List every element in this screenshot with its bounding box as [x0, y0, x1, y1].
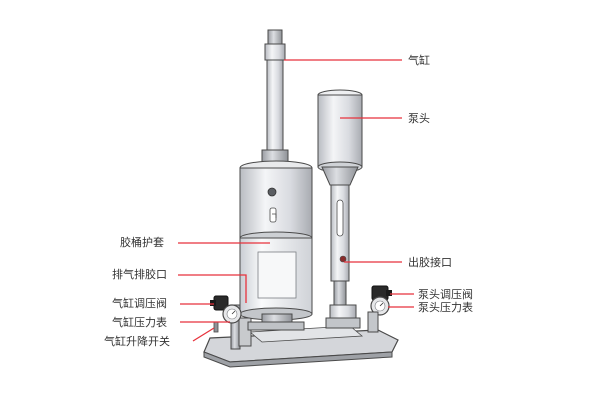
- label-pump-head: 泵头: [408, 112, 430, 125]
- base-plate: [203, 325, 399, 368]
- pump-column: [317, 89, 363, 329]
- label-tank-cover: 胶桶护套: [120, 236, 164, 249]
- label-cylinder-regulator: 气缸调压阀: [112, 297, 167, 310]
- main-cylinder: [239, 160, 313, 331]
- label-cylinder: 气缸: [408, 54, 430, 67]
- left-regulator: [210, 295, 242, 333]
- cylinder-rod: [261, 29, 289, 165]
- label-cylinder-gauge: 气缸压力表: [112, 316, 167, 329]
- label-pump-regulator: 泵头调压阀: [418, 288, 473, 301]
- leader-lift-switch: [192, 327, 215, 342]
- right-regulator: [367, 285, 392, 333]
- label-pump-gauge: 泵头压力表: [418, 301, 473, 314]
- label-glue-outlet: 出胶接口: [408, 256, 452, 269]
- leader-exhaust-port: [178, 274, 247, 303]
- label-exhaust-port: 排气排胶口: [112, 268, 167, 281]
- leader-lines: [178, 59, 414, 342]
- label-cylinder-lift-switch: 气缸升降开关: [104, 335, 170, 348]
